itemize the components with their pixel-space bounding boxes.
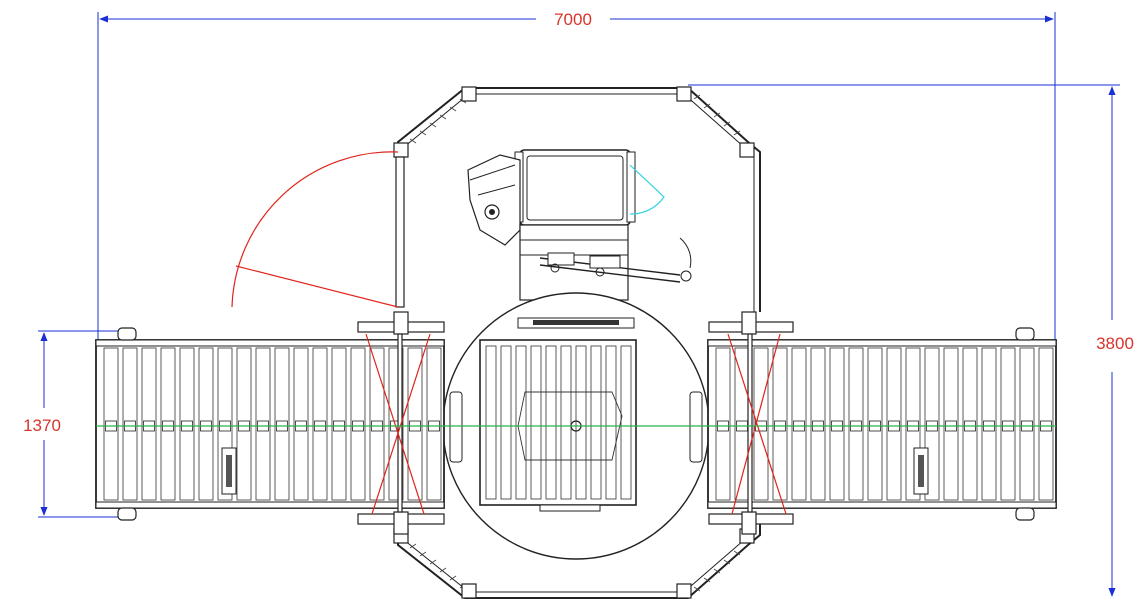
overall-width-label: 7000 [554,10,592,29]
dimension-overall-height: 3800 [688,84,1134,597]
right-outfeed-conveyor [707,339,1057,509]
door-swing [231,151,399,308]
light-curtain-frames [357,311,794,535]
safety-fence [393,86,761,599]
left-infeed-conveyor [95,339,445,509]
turntable [442,292,710,560]
wrapper-carriage [467,149,692,301]
dimension-conveyor-width: 1370 [23,330,124,518]
overall-height-label: 3800 [1096,334,1134,353]
conveyor-feet [117,327,1035,521]
turntable-rollers [485,345,632,500]
dimension-overall-width: 7000 [97,10,1056,340]
light-curtain-zones [365,333,787,515]
conveyor-width-label: 1370 [23,416,61,435]
